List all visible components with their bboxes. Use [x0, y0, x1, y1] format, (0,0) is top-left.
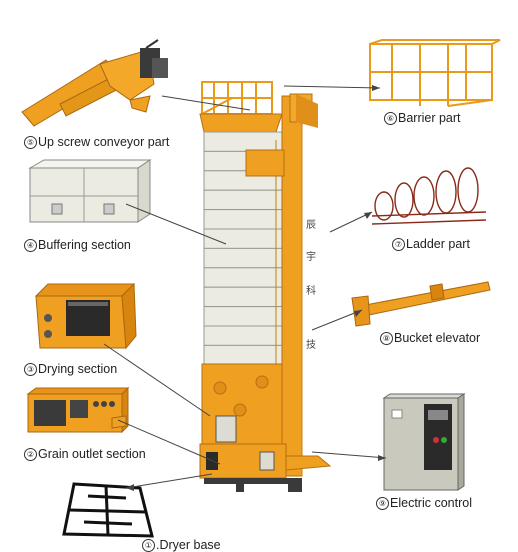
tower-character: 宇: [306, 252, 316, 263]
label-text: .Dryer base: [156, 538, 221, 552]
label-number: ②: [24, 448, 37, 461]
label-text: Electric control: [390, 496, 472, 510]
screw-conveyor-image: [21, 39, 168, 127]
label-text: Grain outlet section: [38, 447, 146, 461]
tower-panel: [203, 131, 283, 152]
tower-character: 辰: [306, 220, 316, 231]
tower-panel: [203, 247, 283, 269]
tower-panel: [203, 189, 283, 211]
grain-outlet-image: [26, 386, 130, 434]
label-text: Buffering section: [38, 238, 131, 252]
label-number: ④: [24, 239, 37, 252]
ladder-part-image: [371, 167, 487, 225]
label-number: ⑧: [380, 332, 393, 345]
label-number: ⑦: [392, 238, 405, 251]
tower-character: 科: [306, 286, 316, 297]
bucket-elevator-image: [351, 281, 491, 327]
label-number: ⑤: [24, 136, 37, 149]
drying-section-image: [34, 282, 137, 350]
tower-character: 技: [306, 340, 316, 351]
tower-panel: [203, 325, 283, 346]
label-number: ③: [24, 363, 37, 376]
tower-panel: [203, 306, 283, 327]
label-text: Bucket elevator: [394, 331, 481, 345]
label-text: Ladder part: [406, 237, 470, 251]
label-text: Drying section: [38, 362, 118, 376]
dryer-tower: [199, 81, 332, 492]
dryer-base-image: [62, 482, 154, 538]
label-text: Up screw conveyor part: [38, 135, 170, 149]
leader-arrowheads: [126, 85, 386, 491]
barrier-part-image: [369, 39, 501, 107]
label-number: ⑥: [384, 112, 397, 125]
label-number: ①: [142, 539, 155, 552]
tower-panel: [203, 286, 283, 308]
buffering-section-image: [28, 159, 152, 223]
tower-panel: [203, 267, 283, 288]
electric-control-image: [382, 393, 466, 491]
tower-panel: [203, 209, 283, 230]
label-number: ⑨: [376, 497, 389, 510]
label-text: Barrier part: [398, 111, 461, 125]
tower-panel: [203, 228, 283, 249]
tower-panel: [203, 344, 283, 366]
leader-lines: [103, 85, 387, 489]
